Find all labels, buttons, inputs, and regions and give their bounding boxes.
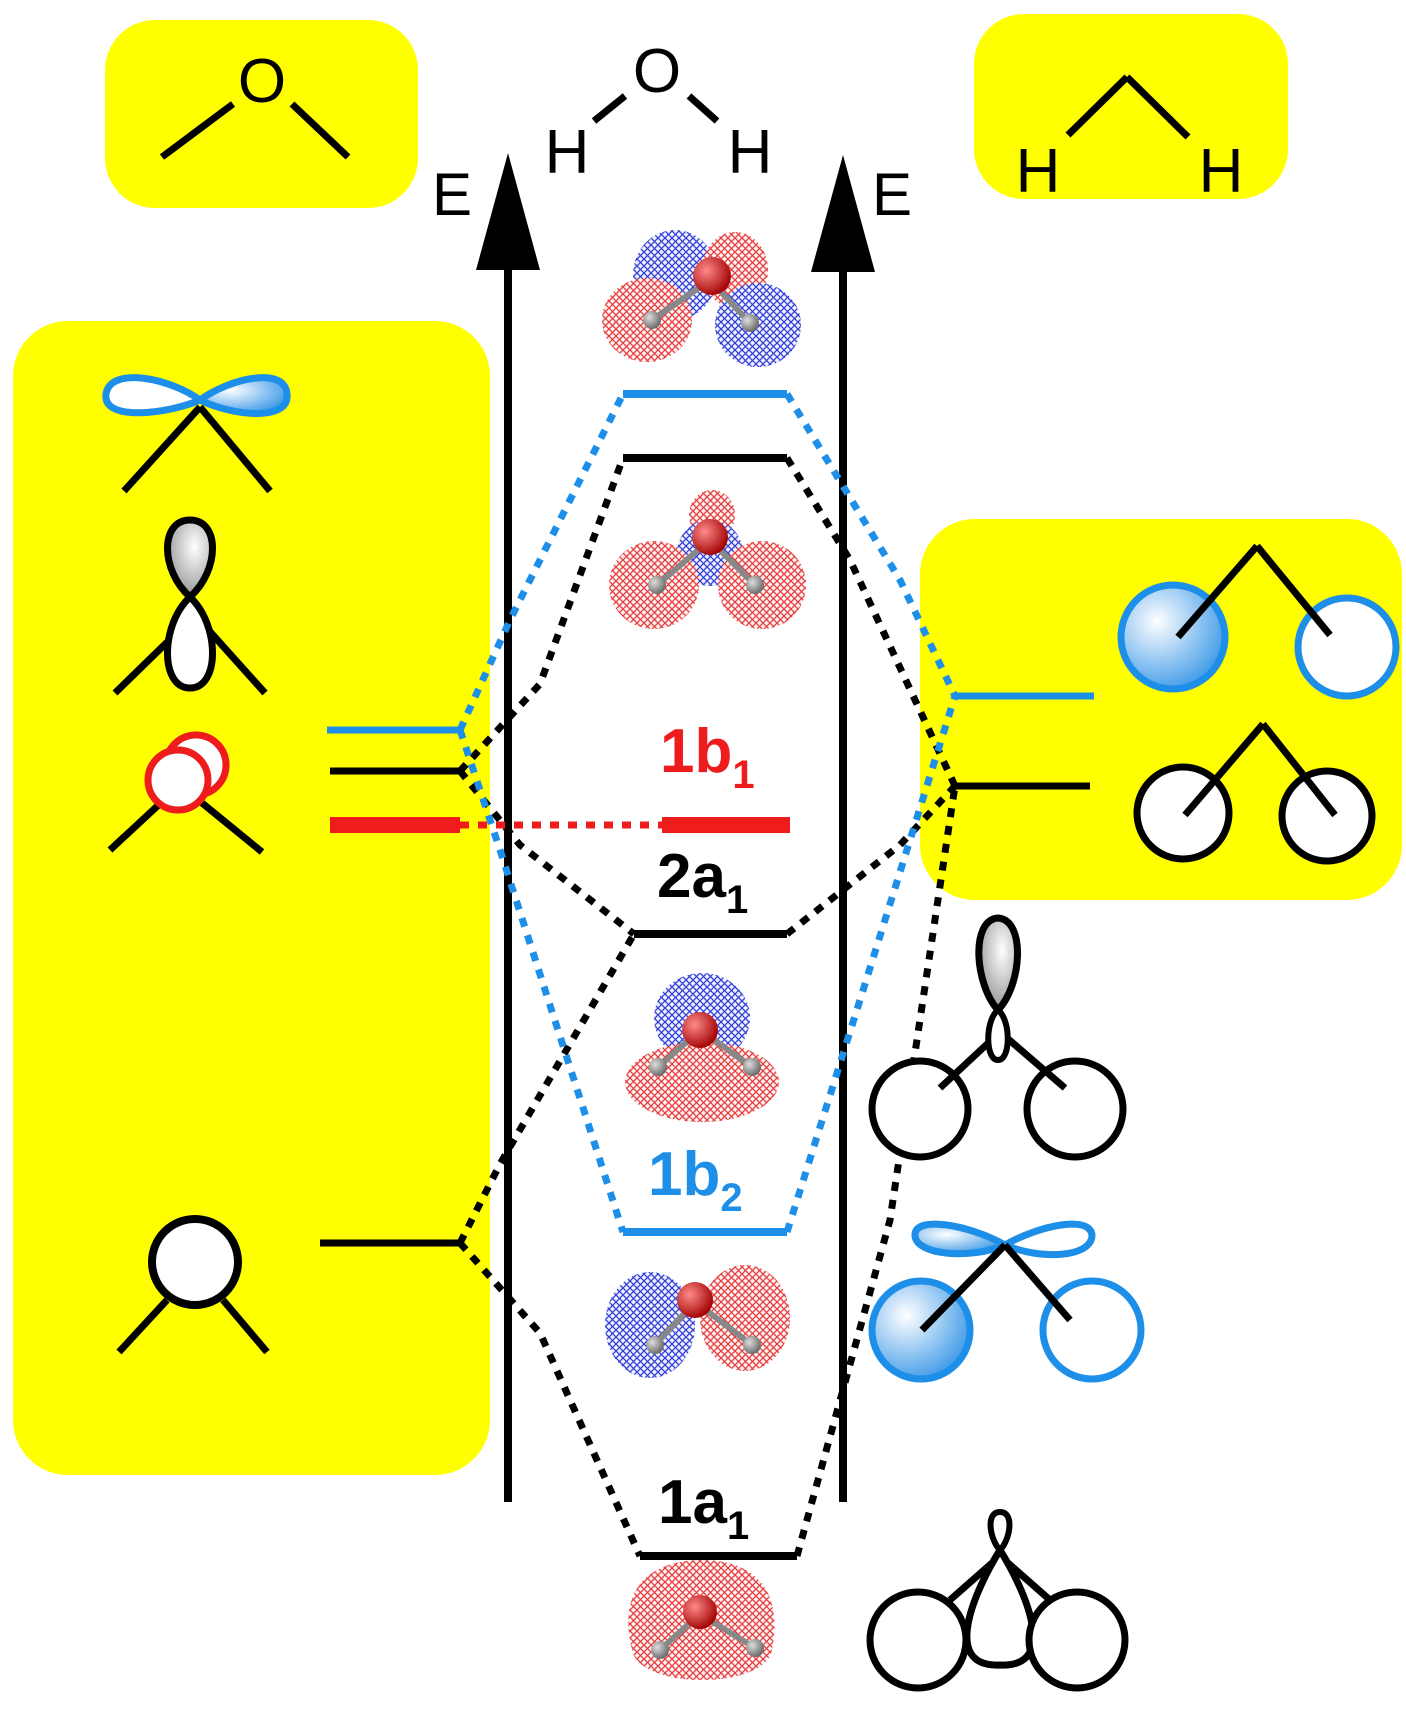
mo-label-1a1: 1a1 [658, 1468, 749, 1548]
mo-render-1b2 [605, 1265, 790, 1378]
energy-axis-left: E [432, 153, 540, 1502]
mo-render-4a1 [609, 490, 806, 629]
mo-label-1b1: 1b1 [660, 717, 755, 797]
h2-fragment-atom-h-right: H [1199, 137, 1244, 206]
o-fragment-atom-o: O [238, 47, 286, 116]
o-orbital-pz-lone-pair [112, 516, 268, 696]
combo-orbital-1a1 [866, 1508, 1129, 1692]
energy-axis-right: E [811, 155, 912, 1502]
o-orbital-py-red [107, 731, 265, 855]
o-orbital-2s [116, 1215, 270, 1355]
water-atom-h-right: H [728, 118, 773, 187]
o-fragment-structure: O [159, 47, 351, 160]
water-atom-h-left: H [545, 118, 590, 187]
highlight-box-o-orbitals [13, 321, 490, 1475]
correlation-lines [456, 392, 959, 1558]
h2-fragment-structure: H H [1016, 74, 1244, 206]
water-atom-o: O [633, 37, 681, 106]
h2-orbital-antibonding [1117, 543, 1400, 700]
h2-fragment-atom-h-left: H [1016, 137, 1061, 206]
mo-render-1b1 [625, 973, 779, 1122]
h2-orbital-bonding [1133, 721, 1376, 865]
energy-axis-right-label: E [872, 161, 912, 228]
combo-orbital-1b2 [868, 1220, 1145, 1383]
mo-label-2a1: 2a1 [657, 842, 748, 922]
energy-axis-left-label: E [432, 161, 472, 228]
highlight-box-o-fragment-title [105, 20, 418, 208]
water-structure: O H H [545, 37, 773, 187]
highlight-box-h2-fragment-title [974, 14, 1288, 199]
mo-render-2b2 [602, 230, 801, 367]
combo-orbital-2a1 [868, 914, 1127, 1161]
o-orbital-px-blue [102, 374, 291, 494]
mo-render-1a1 [628, 1560, 775, 1680]
mo-label-1b2: 1b2 [648, 1140, 743, 1220]
